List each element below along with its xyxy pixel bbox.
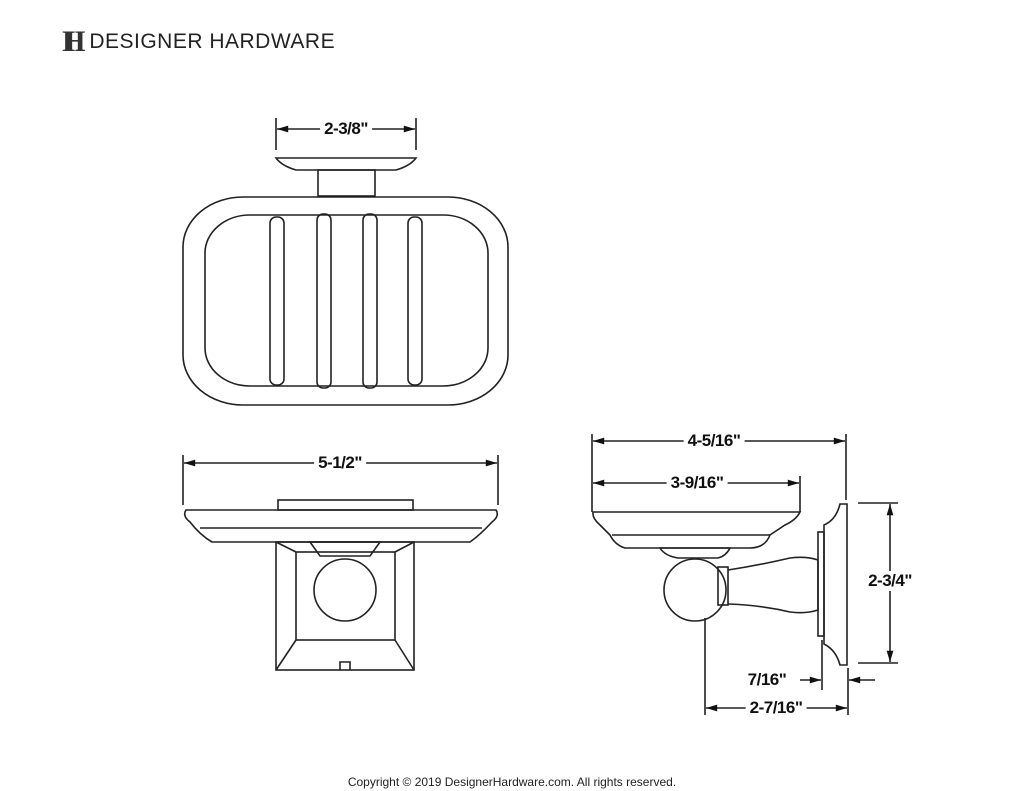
dim-front-width: 5-1/2" bbox=[314, 453, 366, 473]
brand-header: I H DESIGNER HARDWARE bbox=[64, 27, 335, 57]
brand-logo: I H bbox=[64, 25, 86, 58]
dim-side-overall: 4-5/16" bbox=[683, 431, 745, 451]
side-view bbox=[591, 434, 898, 715]
front-view bbox=[182, 455, 499, 671]
cradle-bars bbox=[269, 213, 423, 389]
dim-side-dish: 3-9/16" bbox=[666, 473, 728, 493]
copyright-footer: Copyright © 2019 DesignerHardware.com. A… bbox=[347, 775, 677, 789]
dim-projection: 2-7/16" bbox=[745, 698, 807, 718]
dim-top-width: 2-3/8" bbox=[320, 119, 372, 139]
dim-plate-depth: 7/16" bbox=[743, 670, 791, 690]
top-view bbox=[182, 118, 509, 406]
dim-height: 2-3/4" bbox=[864, 571, 916, 591]
brand-name: DESIGNER HARDWARE bbox=[89, 30, 336, 53]
